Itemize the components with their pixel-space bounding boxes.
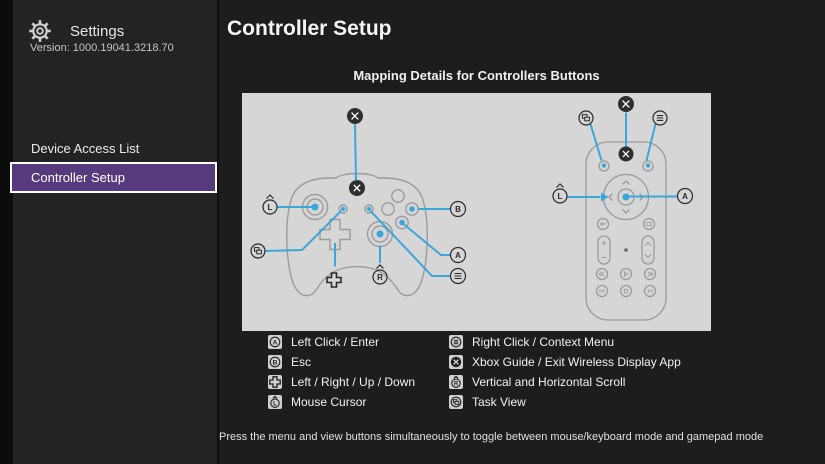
legend-label: Mouse Cursor [291,395,367,409]
legend-label: Right Click / Context Menu [472,335,615,349]
dpad-icon [268,375,282,389]
legend-label: Vertical and Horizontal Scroll [472,375,626,389]
app-title: Settings [70,22,125,40]
b-button-icon: B [268,355,282,369]
callout-lines [264,112,677,277]
a-button-icon: A [676,187,694,205]
settings-gear-icon [27,18,53,44]
right-stick-icon: R [372,264,388,285]
legend-label: Xbox Guide / Exit Wireless Display App [472,355,681,369]
legend-label: Left Click / Enter [291,335,380,349]
svg-text:R: R [454,381,459,387]
svg-text:B: B [455,205,461,214]
svg-text:A: A [682,192,688,201]
main-content: Controller Setup Mapping Details for Con… [219,0,825,464]
dpad-icon [326,272,342,288]
legend-column-left: A Left Click / Enter B Esc [268,335,449,409]
xbox-guide-icon [449,355,463,369]
remote-art [585,141,667,321]
left-stick-icon: L [552,183,568,204]
svg-text:A: A [273,339,278,346]
right-stick-icon: R [449,375,463,389]
svg-text:L: L [558,192,563,201]
view-button-icon [578,110,594,126]
callout-badges: L B A [250,96,694,288]
legend-row-task-view: Task View [449,395,681,409]
svg-text:R: R [377,273,383,282]
xbox-guide-icon [347,108,363,124]
xbox-guide-icon [618,96,634,112]
legend-row-left-click: A Left Click / Enter [268,335,449,349]
controller-guide-button [349,180,365,196]
sidebar-item-device-access-list[interactable]: Device Access List [31,141,140,156]
window-left-edge [0,0,13,464]
svg-text:A: A [455,251,461,260]
legend-label: Esc [291,355,312,369]
button-mapping-legend: A Left Click / Enter B Esc [268,335,681,409]
left-stick-icon: L [262,194,278,215]
legend-row-scroll: R Vertical and Horizontal Scroll [449,375,681,389]
menu-button-icon [449,335,463,349]
menu-button-icon [449,267,467,285]
sidebar: Settings Version: 1000.19041.3218.70 Dev… [10,0,219,464]
legend-label: Left / Right / Up / Down [291,375,416,389]
controller-mapping-image: L B A [242,93,711,331]
svg-text:L: L [273,401,277,407]
legend-row-dpad: Left / Right / Up / Down [268,375,449,389]
view-button-icon [449,395,463,409]
view-button-icon [250,243,266,259]
a-button-icon: A [268,335,282,349]
svg-text:B: B [273,359,278,366]
sidebar-header: Settings [27,18,124,44]
version-text: Version: 1000.19041.3218.70 [30,42,174,54]
menu-button-icon [652,110,668,126]
mapping-diagram-svg: L B A [250,96,694,321]
legend-row-mouse-cursor: L Mouse Cursor [268,395,449,409]
legend-label: Task View [472,395,526,409]
callout-endpoint-dots [311,163,651,238]
sidebar-item-controller-setup[interactable]: Controller Setup [10,162,217,193]
left-stick-icon: L [268,395,282,409]
svg-text:L: L [268,203,273,212]
page-title: Controller Setup [227,17,392,40]
b-button-icon: B [449,200,467,218]
legend-column-right: Right Click / Context Menu Xbox Guide / … [449,335,681,409]
legend-row-esc: B Esc [268,355,449,369]
sidebar-nav: Device Access List Controller Setup [10,135,217,193]
legend-row-right-click: Right Click / Context Menu [449,335,681,349]
footer-note: Press the menu and view buttons simultan… [219,431,764,443]
remote-guide-button [618,146,634,162]
a-button-icon: A [449,246,467,264]
legend-row-xbox-guide: Xbox Guide / Exit Wireless Display App [449,355,681,369]
diagram-title: Mapping Details for Controllers Buttons [353,68,600,83]
